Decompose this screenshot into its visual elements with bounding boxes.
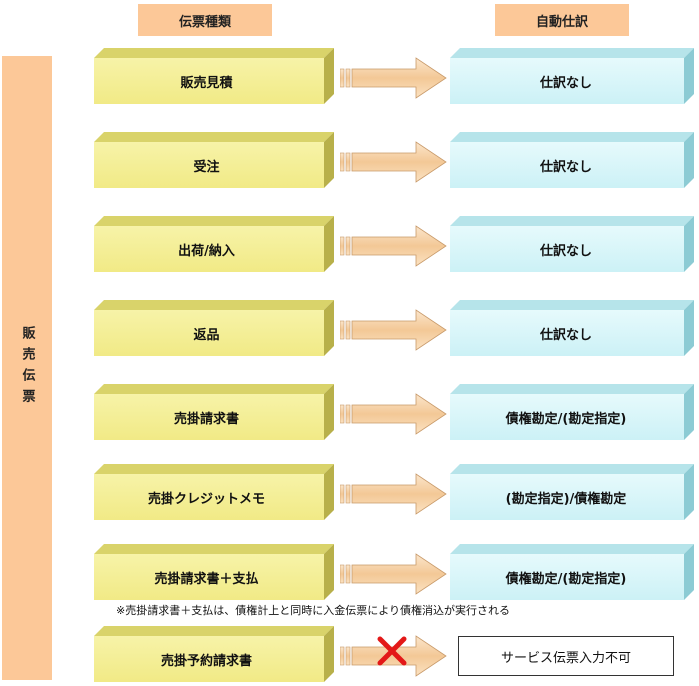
flow-arrow — [340, 225, 447, 267]
slip-box: 受注 — [94, 132, 334, 188]
journal-box: (勘定指定)/債権勘定 — [450, 464, 694, 520]
journal-label: 債権勘定/(勘定指定) — [505, 571, 627, 587]
journal-box: 仕訳なし — [450, 300, 694, 356]
journal-box: 債権勘定/(勘定指定) — [450, 384, 694, 440]
flow-arrow — [340, 473, 447, 515]
journal-label: (勘定指定)/債権勘定 — [505, 491, 627, 507]
slip-box: 返品 — [94, 300, 334, 356]
service-slip-not-allowed-box: サービス伝票入力不可 — [458, 636, 674, 676]
slip-box-shape — [94, 626, 334, 682]
journal-box: 仕訳なし — [450, 48, 694, 104]
flow-row: 売掛請求書＋支払 債権勘定/(勘定指定) — [0, 544, 699, 604]
slip-box: 出荷/納入 — [94, 216, 334, 272]
journal-label: 仕訳なし — [539, 75, 592, 91]
journal-box: 仕訳なし — [450, 216, 694, 272]
journal-box-shape — [450, 300, 694, 356]
slip-box-shape — [94, 544, 334, 600]
slip-label: 受注 — [193, 159, 220, 175]
slip-box-shape — [94, 384, 334, 440]
flow-row: 販売見積 仕訳なし — [0, 48, 699, 108]
slip-label: 返品 — [193, 327, 220, 343]
slip-label: 売掛請求書 — [173, 411, 239, 427]
flow-arrow — [340, 141, 447, 183]
side-label-text: 販売伝票 — [19, 326, 35, 410]
flow-row-last: 売掛予約請求書 — [0, 626, 699, 686]
journal-label: 仕訳なし — [539, 327, 592, 343]
not-allowed-cross-icon — [377, 636, 407, 666]
flow-arrow — [340, 553, 447, 595]
note-text: ※売掛請求書＋支払は、債権計上と同時に入金伝票により債権消込が実行される — [116, 604, 510, 617]
flow-arrow — [340, 393, 447, 435]
flow-row: 受注 仕訳なし — [0, 132, 699, 192]
journal-box-shape — [450, 132, 694, 188]
slip-box: 売掛予約請求書 — [94, 626, 334, 682]
slip-box-shape — [94, 216, 334, 272]
journal-box-shape — [450, 544, 694, 600]
journal-box: 債権勘定/(勘定指定) — [450, 544, 694, 600]
flow-row: 出荷/納入 仕訳なし — [0, 216, 699, 276]
journal-box-shape — [450, 216, 694, 272]
slip-box-shape — [94, 464, 334, 520]
slip-label: 売掛予約請求書 — [160, 653, 252, 669]
auto-journal-header: 自動仕訳 — [495, 4, 629, 36]
flow-row: 売掛請求書 債権勘定/(勘定指定) — [0, 384, 699, 444]
slip-box: 売掛クレジットメモ — [94, 464, 334, 520]
flow-arrow — [340, 57, 447, 99]
slip-box-shape — [94, 48, 334, 104]
journal-label: 仕訳なし — [539, 243, 592, 259]
slip-label: 売掛クレジットメモ — [147, 491, 265, 507]
slip-type-header: 伝票種類 — [138, 4, 272, 36]
slip-label: 売掛請求書＋支払 — [154, 571, 259, 587]
flow-row: 返品 仕訳なし — [0, 300, 699, 360]
slip-box: 販売見積 — [94, 48, 334, 104]
journal-box-shape — [450, 464, 694, 520]
journal-label: 仕訳なし — [539, 159, 592, 175]
slip-box: 売掛請求書 — [94, 384, 334, 440]
slip-box: 売掛請求書＋支払 — [94, 544, 334, 600]
slip-box-shape — [94, 300, 334, 356]
journal-box-shape — [450, 384, 694, 440]
slip-label: 出荷/納入 — [178, 243, 235, 259]
journal-label: 債権勘定/(勘定指定) — [505, 411, 627, 427]
sales-slip-side-label: 販売伝票 — [2, 56, 52, 680]
journal-box-shape — [450, 48, 694, 104]
flow-arrow — [340, 309, 447, 351]
flow-row: 売掛クレジットメモ (勘定指定)/債権勘定 — [0, 464, 699, 524]
slip-box-shape — [94, 132, 334, 188]
journal-box: 仕訳なし — [450, 132, 694, 188]
slip-label: 販売見積 — [180, 75, 233, 91]
